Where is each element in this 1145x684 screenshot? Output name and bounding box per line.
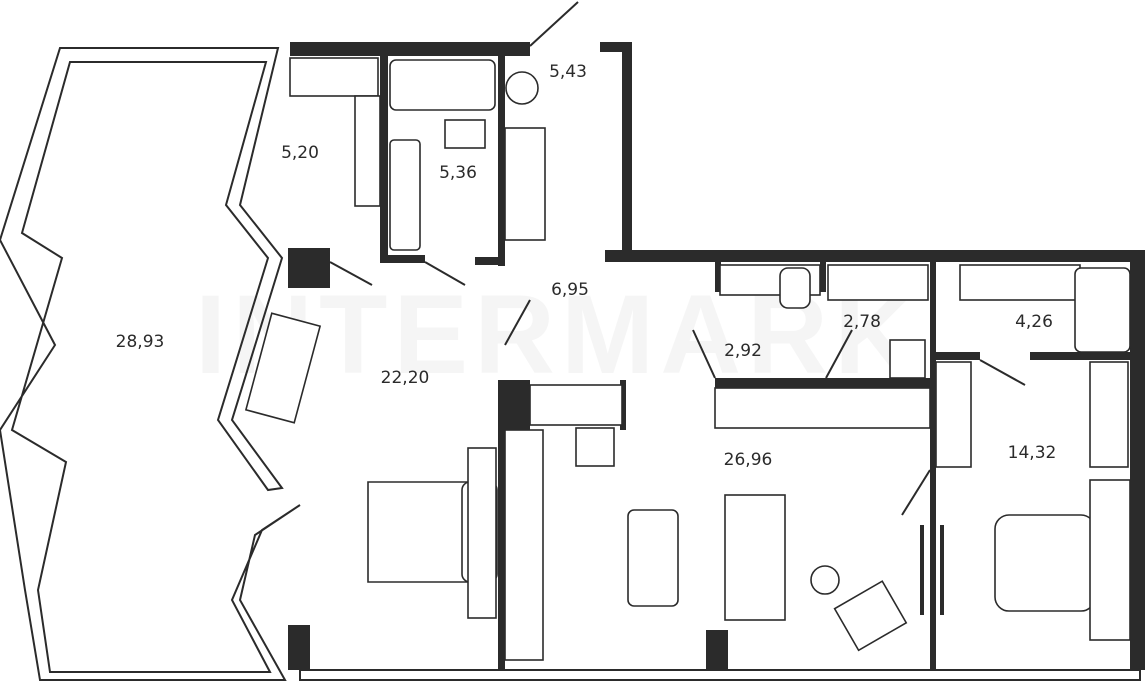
terrace-outline: [0, 47, 301, 681]
room-area-wardrobe-top-left: 5,20: [281, 143, 319, 163]
room-area-wc: 2,92: [724, 341, 762, 361]
walls: [288, 42, 1145, 681]
room-area-wardrobe-top-right: 5,43: [549, 62, 587, 82]
room-area-bedroom-left: 22,20: [380, 368, 430, 388]
furniture: [244, 57, 1131, 661]
room-area-laundry: 2,78: [843, 312, 881, 332]
room-area-living-kitchen: 26,96: [723, 450, 773, 470]
room-area-terrace: 28,93: [115, 332, 165, 352]
room-area-bathroom-top: 5,36: [439, 163, 477, 183]
room-area-hall: 6,95: [551, 280, 589, 300]
door-swings: [329, 1, 1026, 516]
room-area-bedroom-right: 14,32: [1007, 443, 1057, 463]
room-area-bathroom-right: 4,26: [1015, 312, 1053, 332]
